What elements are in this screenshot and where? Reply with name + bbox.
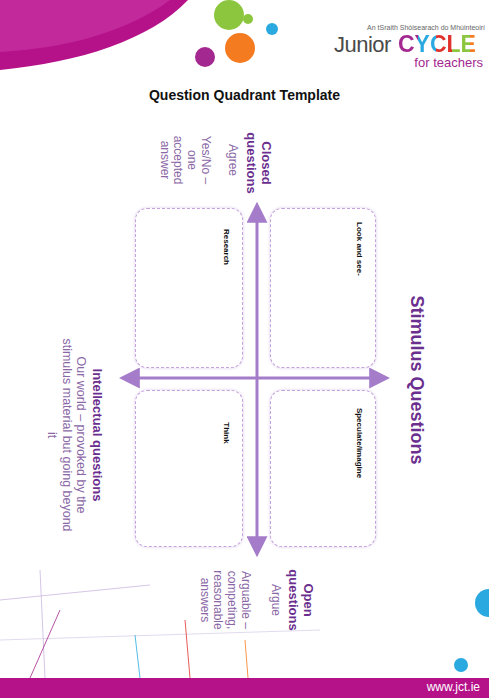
logo-word: CYCLE: [398, 31, 488, 57]
faint-line: [185, 620, 190, 678]
blue-half-dot: [475, 589, 489, 617]
axis-label: Agree: [225, 130, 239, 190]
axis-label: Argue: [268, 570, 282, 630]
axis-note: Arguable – competing, reasonable answers: [196, 564, 251, 636]
corner-swoosh: [0, 0, 188, 70]
faint-line: [245, 640, 248, 678]
quadrant-label: Research: [221, 225, 230, 269]
logo-subtitle: for teachers: [405, 56, 483, 71]
footer-bar: [0, 678, 489, 698]
faint-line: [0, 630, 320, 640]
axis-title: Open questions: [285, 569, 315, 631]
quadrant-label: Think: [221, 416, 230, 450]
quadrant-box: Look and see-: [270, 208, 376, 368]
corner-swoosh-inner: [0, 0, 170, 52]
axis-note: Our world – provoked by the stimulus mat…: [44, 335, 87, 535]
side-title: Stimulus Questions: [406, 275, 427, 485]
footer-url: www.jct.ie: [380, 681, 480, 695]
logo-word: Junior: [334, 32, 404, 57]
faint-lines: [0, 570, 320, 678]
axis-title: Closed questions: [243, 132, 273, 194]
axis-title: Intellectual questions: [89, 340, 104, 530]
quadrant-box: Think: [135, 390, 243, 547]
orange-dot: [225, 33, 255, 63]
faint-line: [135, 635, 140, 678]
quadrant-box: Speculate/imagine: [270, 390, 376, 547]
quadrant-box: Research: [135, 208, 243, 368]
green-dot: [214, 0, 244, 30]
purple-dot: [195, 47, 215, 67]
faint-line: [40, 570, 45, 678]
axis-note: Yes/No – one accepted answer: [156, 132, 211, 188]
quadrant-label: Speculate/imagine: [354, 400, 363, 486]
page-title: Question Quadrant Template: [0, 87, 489, 103]
quadrant-label: Look and see-: [354, 214, 363, 284]
blue-dot-bottom: [454, 658, 468, 672]
blue-dot: [266, 23, 278, 35]
horizontal-axis: [123, 377, 386, 380]
green-dot-small: [243, 14, 253, 24]
faint-line: [30, 610, 60, 678]
faint-line: [0, 585, 150, 600]
